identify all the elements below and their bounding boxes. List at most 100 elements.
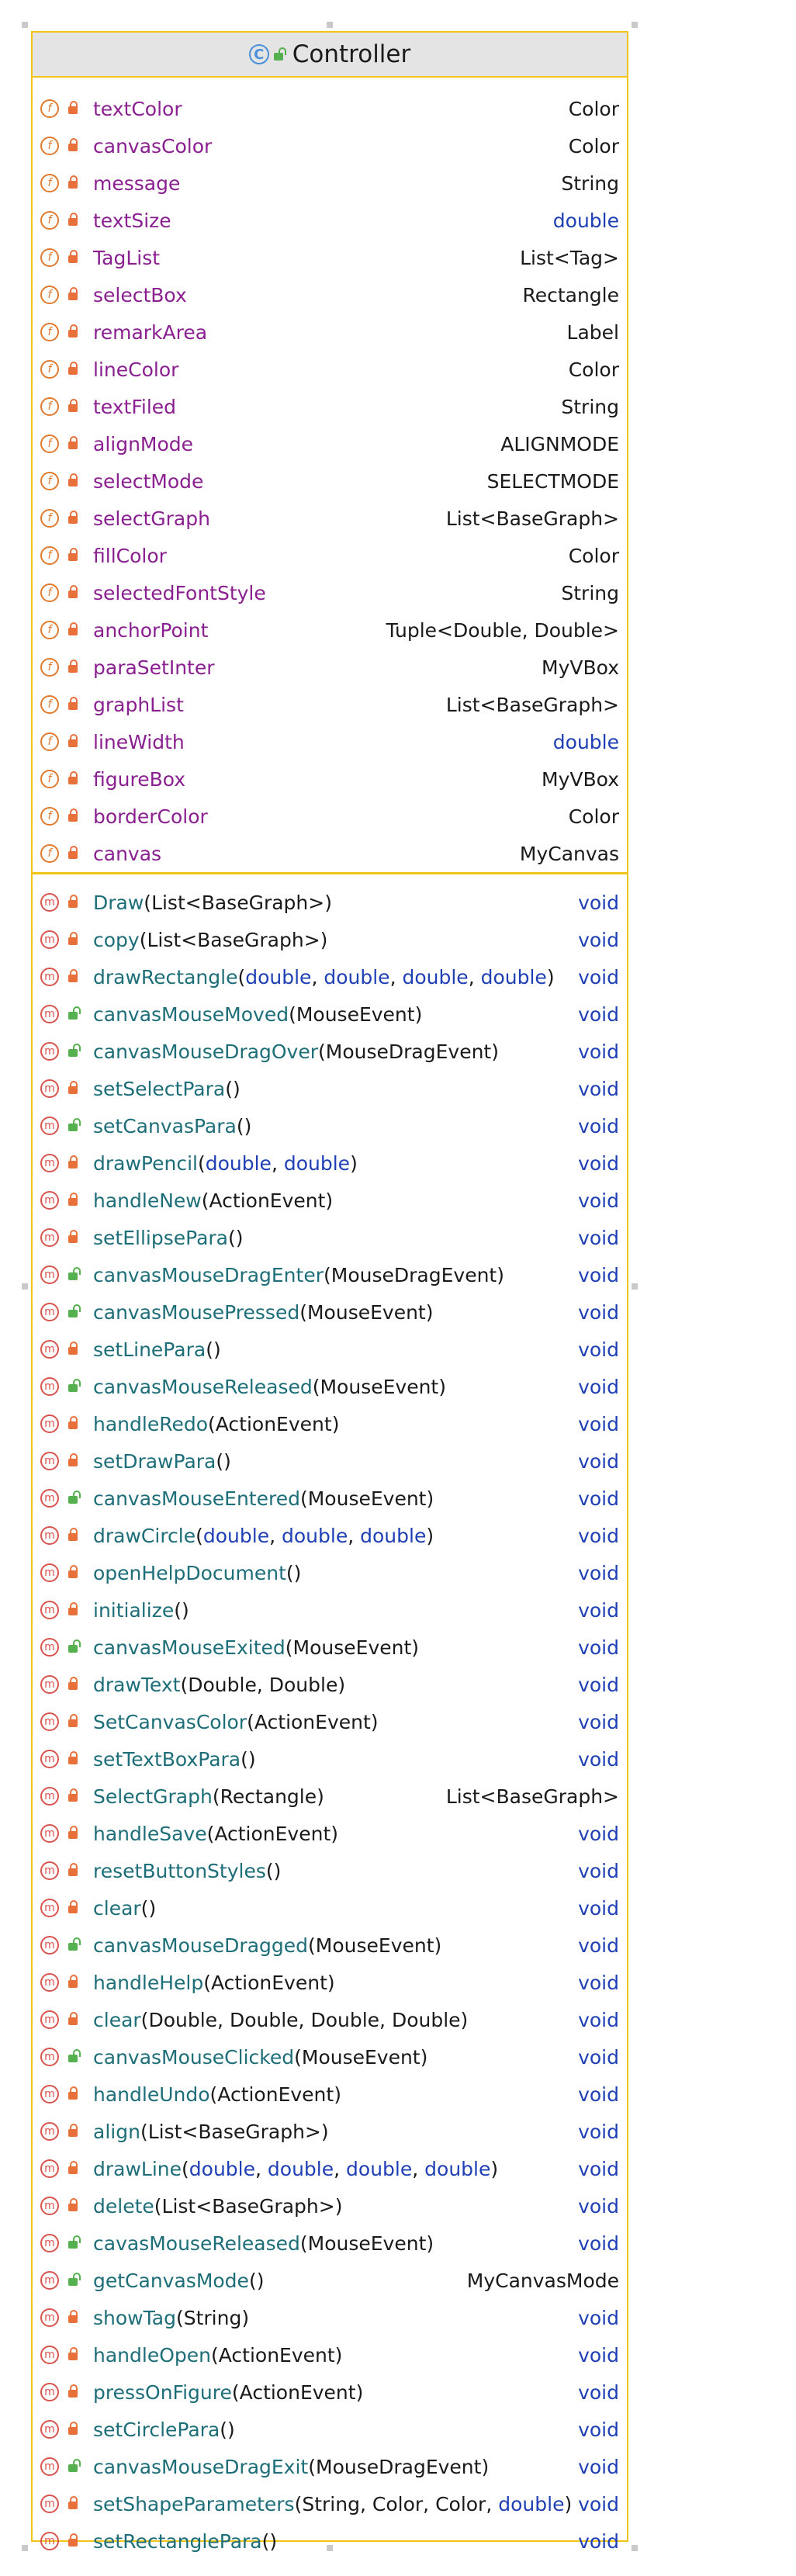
paren-open: (	[220, 2418, 228, 2441]
resize-handle-bottom-right[interactable]	[632, 2545, 638, 2551]
method-return-type: void	[578, 1412, 619, 1435]
method-return-type: void	[578, 965, 619, 989]
method-icon: m	[40, 2346, 59, 2364]
method-param: List<BaseGraph>	[151, 891, 325, 914]
resize-handle-top-left[interactable]	[22, 22, 28, 28]
paren-close: )	[420, 2045, 428, 2069]
field-icon: f	[40, 583, 59, 602]
method-icon: m	[40, 2234, 59, 2252]
resize-handle-top-center[interactable]	[327, 22, 333, 28]
method-param: double	[283, 1151, 351, 1175]
method-return-type: void	[578, 1263, 619, 1286]
paren-close: )	[327, 1971, 335, 1994]
field-name: canvas	[93, 842, 162, 865]
field-name: textSize	[93, 209, 171, 232]
method-param: MouseEvent	[292, 1636, 412, 1659]
method-return-type: void	[578, 2157, 619, 2180]
resize-handle-mid-left[interactable]	[22, 1283, 28, 1290]
resize-handle-bottom-left[interactable]	[22, 2545, 28, 2551]
method-signature: handleRedo(ActionEvent)	[93, 1413, 339, 1435]
method-signature: drawLine(double, double, double, double)	[93, 2158, 498, 2180]
field-icon: f	[40, 360, 59, 379]
field-type: List<BaseGraph>	[445, 507, 619, 530]
method-icon: m	[40, 2420, 59, 2439]
method-return-type: void	[578, 1487, 619, 1510]
method-icon: m	[40, 1340, 59, 1359]
resize-handle-mid-right[interactable]	[632, 1283, 638, 1290]
resize-handle-bottom-center[interactable]	[327, 2545, 333, 2551]
resize-handle-top-right[interactable]	[632, 22, 638, 28]
method-icon: m	[40, 1936, 59, 1955]
field-type: Tuple<Double, Double>	[386, 618, 619, 642]
paren-open: (	[294, 2492, 303, 2515]
